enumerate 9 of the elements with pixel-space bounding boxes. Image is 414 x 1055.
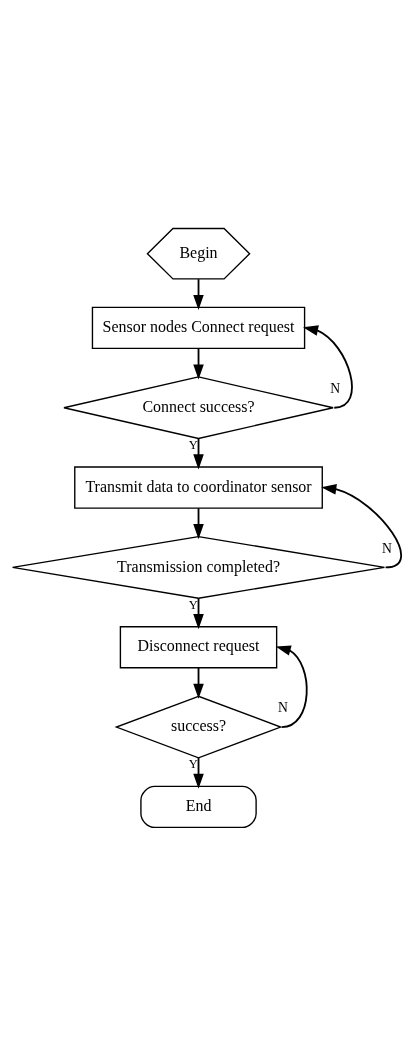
arrow <box>275 644 308 728</box>
node-box: End <box>140 785 257 828</box>
node-box: Disconnect request <box>119 625 278 668</box>
arrow <box>303 324 353 409</box>
node-box: Transmit data to coordinator sensor <box>74 465 323 509</box>
edge-label: Y <box>188 597 198 612</box>
edge-label: Y <box>188 756 198 771</box>
edge-label: Y <box>188 437 198 452</box>
node-box: Sensor nodes Connect request <box>91 306 306 349</box>
